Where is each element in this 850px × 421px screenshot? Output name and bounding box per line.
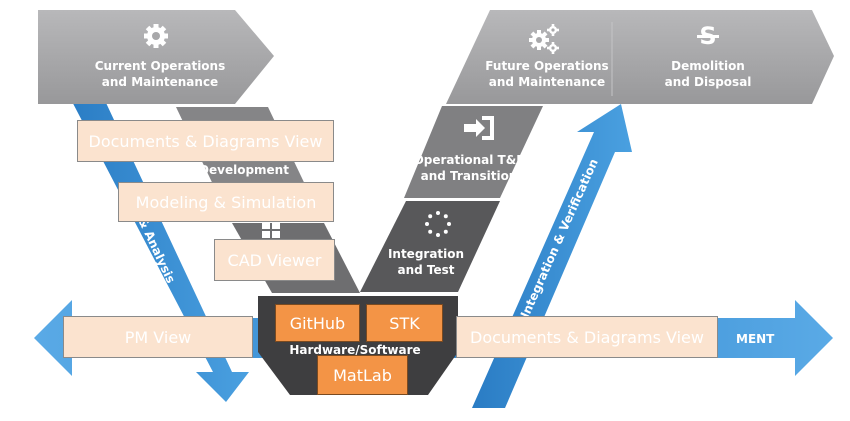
stage-operational-te bbox=[404, 106, 543, 198]
dotted-circle-icon bbox=[425, 211, 451, 237]
cad-viewer[interactable]: CAD Viewer bbox=[214, 239, 335, 281]
documents-diagrams-view-top[interactable]: Documents & Diagrams View bbox=[77, 120, 334, 162]
grid-icon bbox=[262, 222, 280, 238]
enter-arrow-icon bbox=[464, 116, 494, 140]
strikethrough-s-icon: S bbox=[697, 22, 719, 50]
pm-view[interactable]: PM View bbox=[63, 316, 253, 358]
stk-tool[interactable]: STK bbox=[366, 304, 443, 342]
gears-icon bbox=[529, 24, 559, 54]
github-tool[interactable]: GitHub bbox=[275, 304, 360, 342]
stage-hw-sw-label: Hardware/Software bbox=[289, 343, 420, 357]
documents-diagrams-view-right[interactable]: Documents & Diagrams View bbox=[456, 316, 718, 358]
horizontal-arrow-label: MENT bbox=[736, 332, 775, 346]
matlab-tool[interactable]: MatLab bbox=[317, 355, 408, 395]
right-arrow-label: Integration & Verification bbox=[518, 157, 601, 320]
stage-future-operations bbox=[446, 10, 834, 104]
stage-integration-test bbox=[360, 201, 500, 292]
modeling-simulation[interactable]: Modeling & Simulation bbox=[118, 182, 334, 222]
gear-icon bbox=[144, 24, 168, 48]
stage-current-operations bbox=[38, 10, 274, 104]
